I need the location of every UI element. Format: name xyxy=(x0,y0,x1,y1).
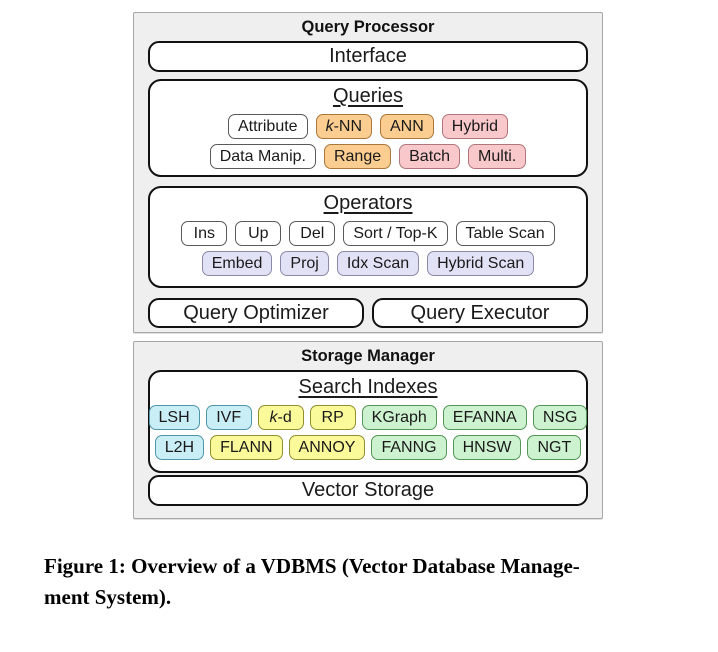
vector-storage-box: Vector Storage xyxy=(148,475,588,506)
badge-row: Ins Up Del Sort / Top-K Table Scan xyxy=(181,221,555,246)
badge-row: Attribute k-NN ANN Hybrid xyxy=(227,114,509,139)
badge-ins: Ins xyxy=(181,221,228,246)
badge-up: Up xyxy=(235,221,282,246)
figure-caption-line1: Figure 1: Overview of a VDBMS (Vector Da… xyxy=(44,554,580,578)
badge-sort-top-k: Sort / Top-K xyxy=(343,221,448,246)
badge-data-manip: Data Manip. xyxy=(209,144,316,169)
operators-box: Operators Ins Up Del Sort / Top-K Table Scan… xyxy=(148,186,588,288)
badge-hybrid-scan: Hybrid Scan xyxy=(427,251,535,276)
badge-l2h: L2H xyxy=(154,435,205,460)
queries-title: Queries xyxy=(332,85,404,107)
badge-row: Embed Proj Idx Scan Hybrid Scan xyxy=(201,251,535,276)
badge-ann: ANN xyxy=(380,114,434,139)
badge-attribute: Attribute xyxy=(227,114,308,139)
badge-ngt: NGT xyxy=(527,435,582,460)
badge-hybrid: Hybrid xyxy=(441,114,509,139)
badge-range: Range xyxy=(323,144,392,169)
interface-label: Interface xyxy=(329,45,407,67)
interface-box: Interface xyxy=(148,41,588,72)
badge-nsg: NSG xyxy=(532,405,588,430)
query-executor-box: Query Executor xyxy=(372,298,588,328)
optimizer-executor-row: Query Optimizer Query Executor xyxy=(148,298,588,328)
badge-efanna: EFANNA xyxy=(442,405,527,430)
figure-caption-line2: ment System). xyxy=(44,585,172,609)
badge-rp: RP xyxy=(309,405,356,430)
badge-kgraph: KGraph xyxy=(361,405,437,430)
badge-del: Del xyxy=(289,221,336,246)
query-executor-label: Query Executor xyxy=(410,301,550,324)
query-processor-panel: Query Processor Interface Queries Attrib… xyxy=(133,12,603,333)
badge-ivf: IVF xyxy=(205,405,252,430)
badge-hnsw: HNSW xyxy=(452,435,522,460)
operators-title: Operators xyxy=(323,192,413,214)
query-processor-title: Query Processor xyxy=(301,18,435,36)
storage-manager-title: Storage Manager xyxy=(301,347,435,365)
figure-caption: Figure 1: Overview of a VDBMS (Vector Da… xyxy=(44,551,692,613)
query-optimizer-box: Query Optimizer xyxy=(148,298,364,328)
badge-embed: Embed xyxy=(201,251,273,276)
badge-k-d: k-d xyxy=(257,405,304,430)
badge-row: Data Manip. Range Batch Multi. xyxy=(209,144,527,169)
search-indexes-title: Search Indexes xyxy=(298,376,438,398)
badge-k-nn: k-NN xyxy=(315,114,372,139)
badge-idx-scan: Idx Scan xyxy=(336,251,420,276)
badge-multi: Multi. xyxy=(468,144,527,169)
badge-annoy: ANNOY xyxy=(288,435,366,460)
badge-table-scan: Table Scan xyxy=(455,221,555,246)
query-optimizer-label: Query Optimizer xyxy=(183,301,329,324)
badge-proj: Proj xyxy=(280,251,329,276)
badge-flann: FLANN xyxy=(210,435,283,460)
badge-lsh: LSH xyxy=(148,405,200,430)
vector-storage-label: Vector Storage xyxy=(301,479,435,501)
badge-batch: Batch xyxy=(399,144,461,169)
badge-fanng: FANNG xyxy=(371,435,447,460)
